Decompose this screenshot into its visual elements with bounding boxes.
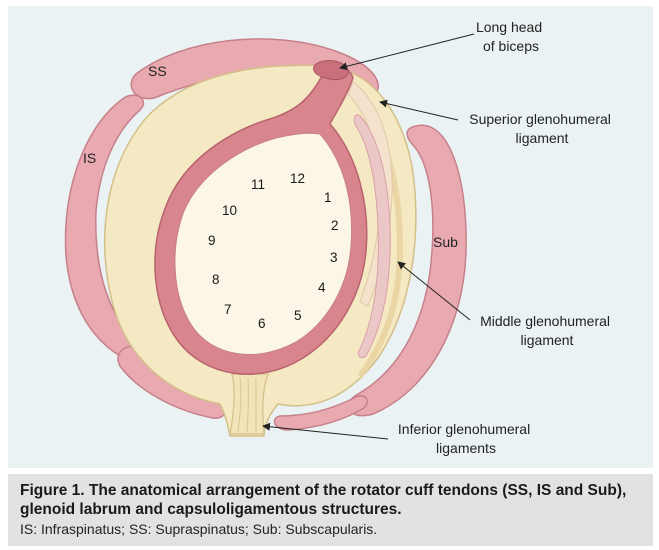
clock-11: 11 (251, 177, 265, 192)
clock-8: 8 (212, 272, 220, 287)
clock-5: 5 (294, 308, 302, 323)
biceps-label: Long head of biceps (476, 19, 546, 54)
superior-ligament-label: Superior glenohumeral ligament (469, 111, 615, 146)
clock-3: 3 (330, 250, 338, 265)
glenoid-clock-face: 1 2 3 4 5 6 7 8 9 10 11 12 (208, 171, 339, 331)
clock-4: 4 (318, 280, 326, 295)
inferior-ligament-stem (229, 373, 269, 435)
clock-7: 7 (224, 302, 232, 317)
is-label: IS (83, 150, 96, 166)
clock-10: 10 (222, 203, 237, 218)
inferior-right-tendon (273, 395, 368, 431)
inferior-leader (262, 422, 389, 440)
caption-title: Figure 1. The anatomical arrangement of … (20, 482, 627, 518)
middle-leader (397, 261, 471, 321)
inferior-ligament-label: Inferior glenohumeral ligaments (398, 421, 534, 456)
clock-12: 12 (290, 171, 305, 186)
biceps-leader (339, 33, 475, 71)
ss-label: SS (148, 63, 167, 79)
figure-panel: SS IS Sub 1 2 3 4 5 6 7 8 9 10 11 12 (8, 6, 653, 468)
shoulder-diagram: SS IS Sub 1 2 3 4 5 6 7 8 9 10 11 12 (64, 19, 615, 456)
sub-label: Sub (433, 234, 458, 250)
inferior-ligament-fibers (237, 377, 257, 433)
clock-6: 6 (258, 316, 266, 331)
superior-leader (379, 99, 459, 121)
figure-caption: Figure 1. The anatomical arrangement of … (8, 474, 653, 546)
glenoid-surface (174, 132, 353, 355)
middle-ligament (353, 114, 391, 359)
caption-abbreviations: IS: Infraspinatus; SS: Supraspinatus; Su… (20, 521, 378, 537)
clock-9: 9 (208, 233, 216, 248)
middle-ligament-label: Middle glenohumeral ligament (480, 313, 614, 348)
clock-2: 2 (331, 218, 339, 233)
clock-1: 1 (324, 190, 332, 205)
